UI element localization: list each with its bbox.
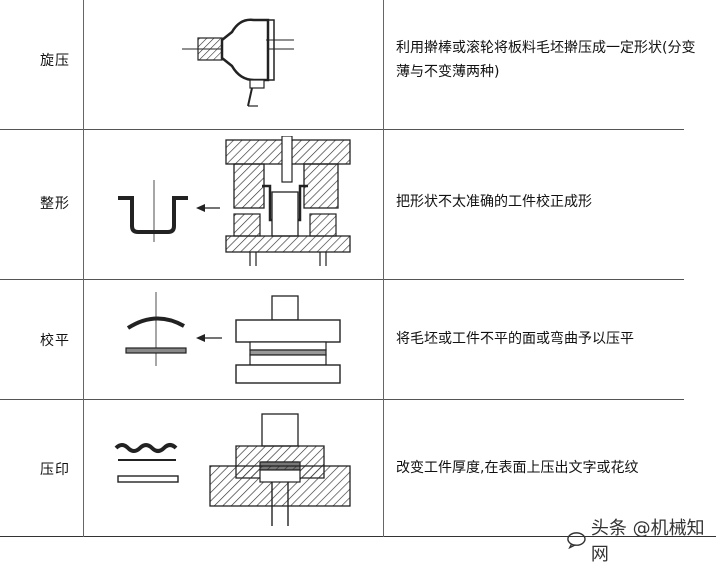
process-name: 校平 [40, 333, 70, 349]
column-divider [83, 0, 84, 537]
watermark: 头条 @机械知网 [566, 514, 716, 566]
row-divider [0, 279, 684, 280]
process-description: 改变工件厚度,在表面上压出文字或花纹 [396, 460, 639, 476]
process-name: 旋压 [40, 53, 70, 69]
process-name: 整形 [40, 196, 70, 212]
chat-bubble-icon [567, 532, 586, 549]
process-description: 利用擀棒或滚轮将板料毛坯擀压成一定形状(分变薄与不变薄两种) [396, 40, 696, 80]
process-description: 把形状不太准确的工件校正成形 [396, 194, 592, 210]
row-divider [0, 129, 684, 130]
spinning-figure [182, 18, 294, 107]
table-bottom-border [0, 536, 716, 537]
flattening-figure [125, 292, 341, 384]
process-description: 将毛坯或工件不平的面或弯曲予以压平 [396, 331, 634, 347]
process-name: 压印 [40, 462, 70, 478]
embossing-figure [114, 413, 351, 526]
shaping-figure [118, 136, 351, 266]
watermark-text: 头条 @机械知网 [590, 518, 705, 565]
column-divider [383, 0, 384, 537]
row-divider [0, 399, 684, 400]
